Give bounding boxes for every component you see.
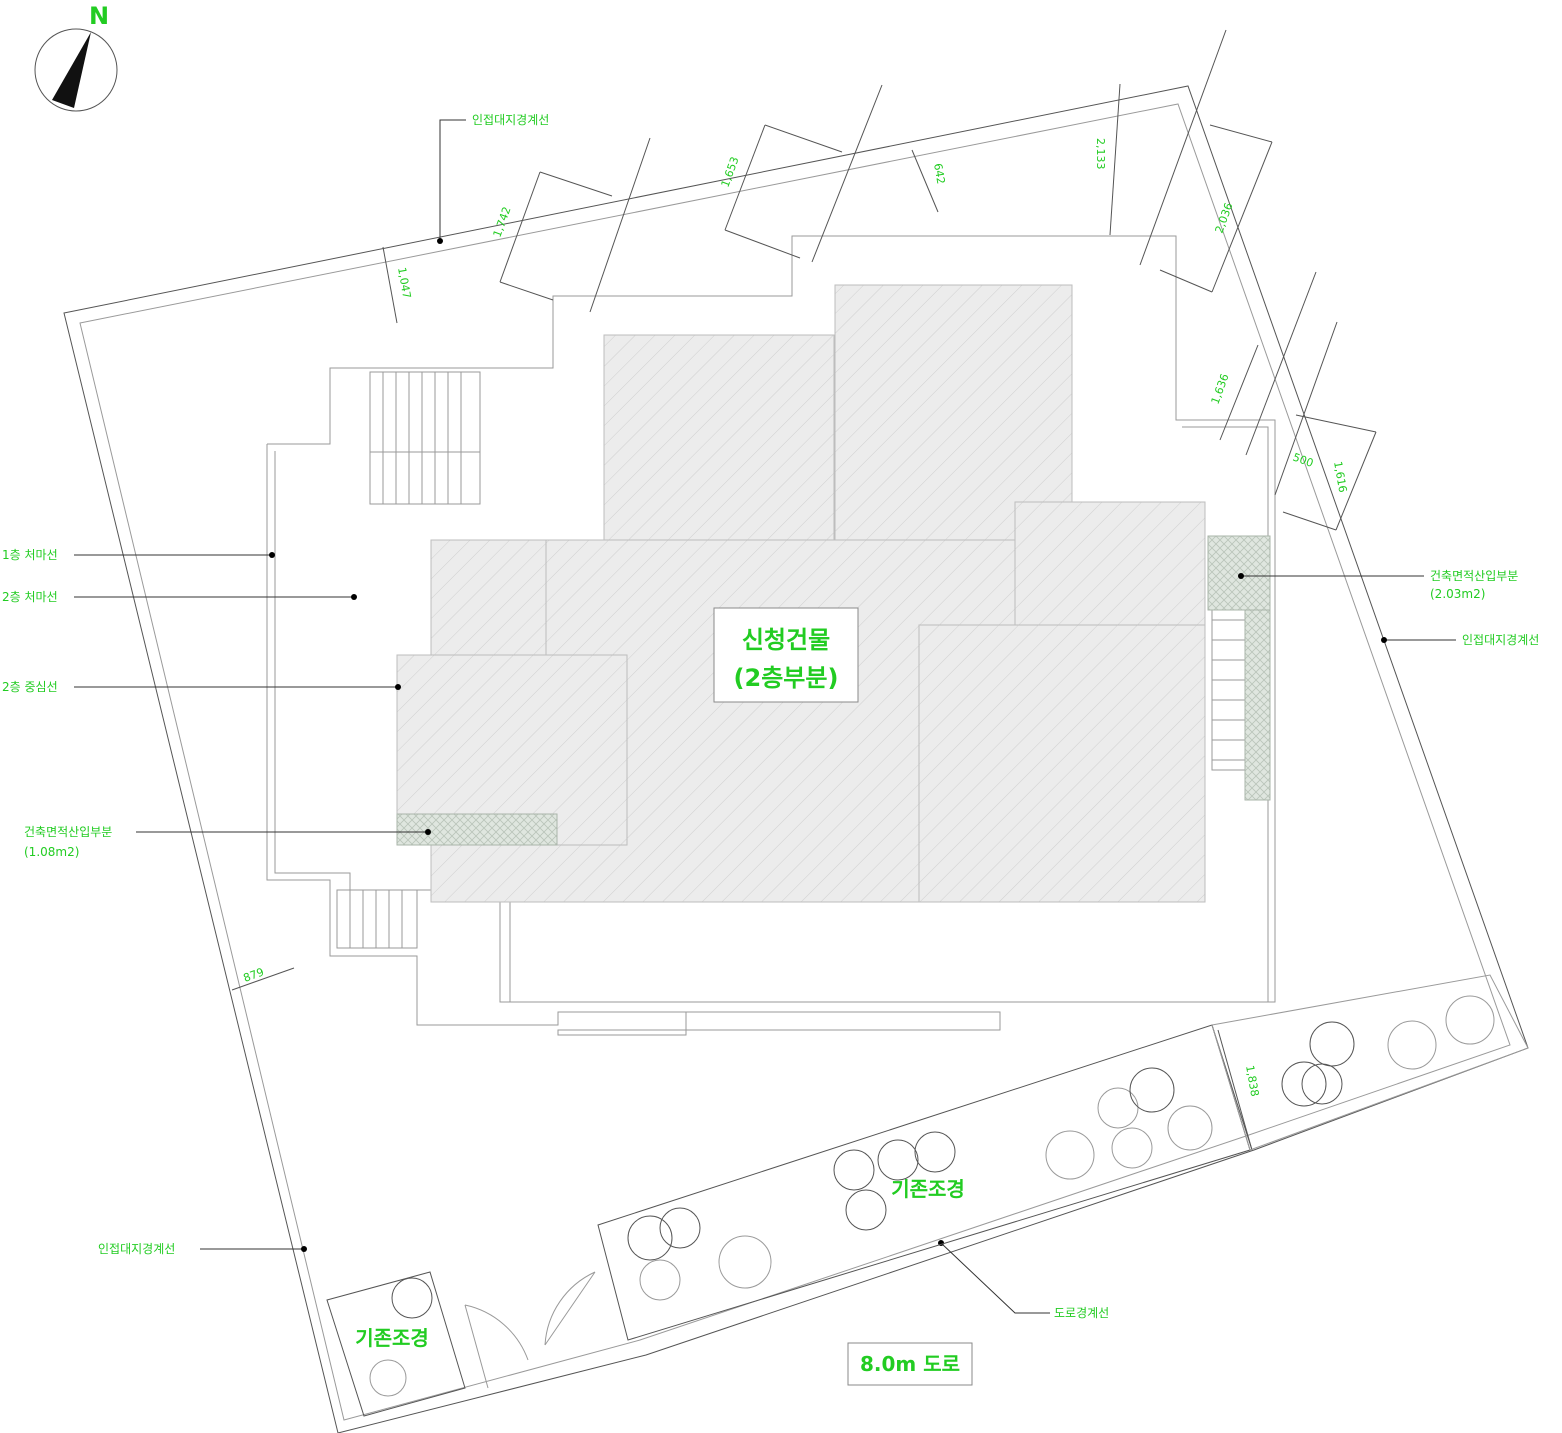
planter-right xyxy=(1211,974,1529,1151)
label-eave-1f: 1층 처마선 xyxy=(2,548,58,562)
dim-1742: 1,742 xyxy=(491,205,514,239)
dimension-lines xyxy=(231,29,1377,1151)
eave-line-1f xyxy=(266,444,1001,1036)
label-neighbor-right: 인접대지경계선 xyxy=(1462,633,1539,647)
trees xyxy=(369,995,1495,1397)
eave-line-2f xyxy=(499,426,1269,1003)
dim-2133: 2,133 xyxy=(1094,138,1107,170)
north-label: N xyxy=(89,2,109,30)
label-area-left-1: 건축면적산입부분 xyxy=(24,825,112,839)
dim-1838: 1,838 xyxy=(1243,1064,1261,1097)
gate-door-left xyxy=(464,1304,529,1389)
building-title-frame xyxy=(713,607,859,703)
label-area-left-2: (1.08m2) xyxy=(24,845,79,859)
dim-1653: 1,653 xyxy=(719,155,742,189)
label-road-boundary: 도로경계선 xyxy=(1054,1306,1109,1320)
label-area-right-2: (2.03m2) xyxy=(1430,587,1485,601)
mass-right-lower xyxy=(918,624,1206,903)
eave-line-1f-top xyxy=(267,235,1276,1003)
annotations: 인접대지경계선 1층 처마선 2층 처마선 2층 중심선 건축면적산입부분 (1… xyxy=(2,113,1539,1320)
road-label-frame xyxy=(847,1342,973,1386)
mass-top-center xyxy=(603,334,835,542)
site-boundary-outer xyxy=(63,85,1529,1433)
stairs-top-frame xyxy=(369,371,481,505)
dim-500: 500 xyxy=(1291,451,1315,470)
landscape-label-1: 기존조경 xyxy=(891,1177,965,1201)
dim-2036: 2,036 xyxy=(1213,201,1236,235)
label-neighbor-left: 인접대지경계선 xyxy=(98,1242,175,1256)
road-label-text: 8.0m 도로 xyxy=(860,1352,960,1376)
north-arrow-circle xyxy=(34,28,118,112)
gate-doors xyxy=(464,1271,596,1389)
area-inclusion-right-strip xyxy=(1244,609,1271,801)
mass-right-upper xyxy=(1014,501,1206,627)
label-neighbor-top: 인접대지경계선 xyxy=(472,113,549,127)
gate-door-right xyxy=(544,1271,596,1346)
planter-small xyxy=(326,1271,466,1417)
road-label: 8.0m 도로 xyxy=(847,1342,973,1386)
dim-1616: 1,616 xyxy=(1331,460,1349,493)
building-outline xyxy=(266,235,1276,1036)
building-masses xyxy=(396,284,1271,903)
dim-642: 642 xyxy=(931,162,947,185)
landscape-label-2: 기존조경 xyxy=(355,1326,429,1350)
building-title-line2: (2층부분) xyxy=(734,664,839,692)
building-title: 신청건물 (2층부분) xyxy=(713,607,859,703)
stairs-top xyxy=(369,371,481,505)
area-inclusion-right xyxy=(1207,535,1271,611)
stairs-bottom-frame xyxy=(336,889,418,949)
mass-left xyxy=(396,654,628,846)
area-inclusion-left xyxy=(396,813,558,846)
dim-1047: 1,047 xyxy=(395,266,413,299)
label-eave-2f: 2층 처마선 xyxy=(2,590,58,604)
north-arrow-needle xyxy=(52,32,91,108)
dim-1636: 1,636 xyxy=(1209,372,1232,406)
building-title-line1: 신청건물 xyxy=(742,626,830,654)
landscape-strip: 기존조경 기존조경 xyxy=(326,974,1529,1417)
dim-879: 879 xyxy=(242,965,266,984)
stairs-bottom xyxy=(336,889,418,949)
north-arrow: N xyxy=(34,2,118,112)
label-area-right-1: 건축면적산입부분 xyxy=(1430,569,1518,583)
label-wall-2f: 2층 중심선 xyxy=(2,680,58,694)
leaders xyxy=(74,119,1456,1314)
mass-top-right xyxy=(834,284,1073,542)
